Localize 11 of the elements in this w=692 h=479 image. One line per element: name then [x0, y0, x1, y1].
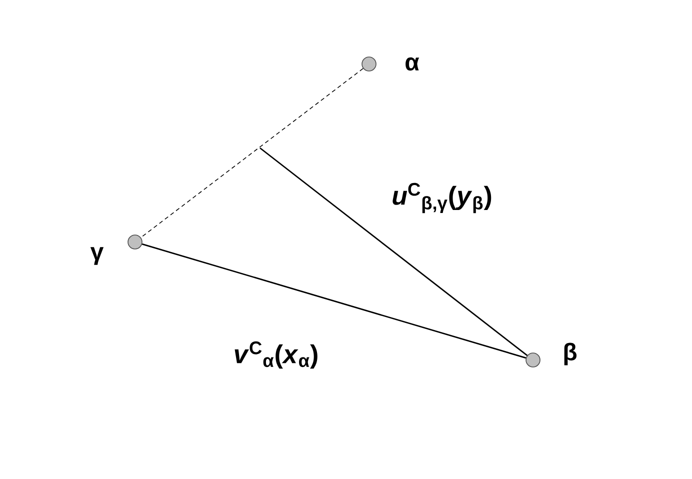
point-label: β — [564, 342, 577, 366]
line — [142, 243, 526, 359]
edge-label: v$^{C}$$_{α}$(x$_{α}$) — [234, 341, 318, 369]
point-label: α — [406, 57, 420, 71]
line — [140, 68, 364, 238]
point-marker — [128, 234, 142, 250]
line — [260, 147, 528, 356]
point-marker — [362, 56, 376, 72]
edge-label: u$^{C}$$_{β,γ}$(y$_{β}$) — [392, 182, 492, 214]
point-marker — [526, 352, 540, 368]
point-label: γ — [90, 247, 104, 265]
